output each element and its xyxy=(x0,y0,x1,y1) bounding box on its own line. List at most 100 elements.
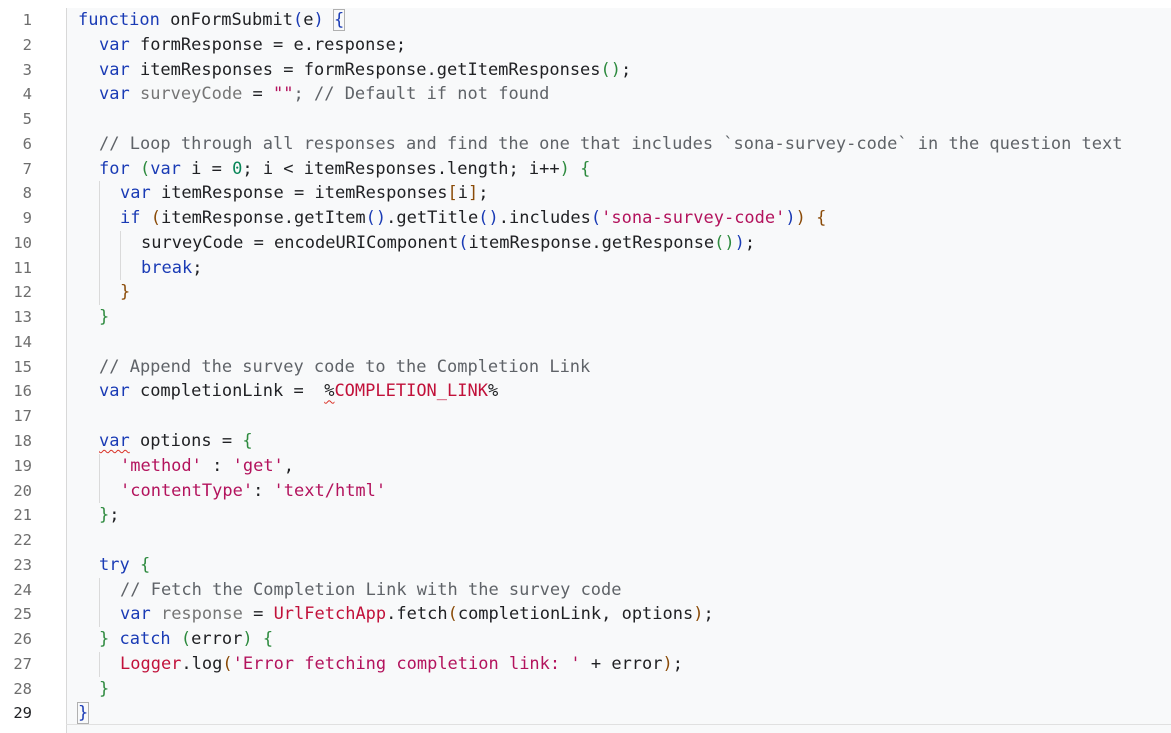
line-number: 23 xyxy=(13,555,32,574)
code-token: } xyxy=(99,678,110,699)
code-line[interactable]: } catch (error) { xyxy=(67,627,1171,652)
code-token: ) xyxy=(693,604,704,625)
code-token: ; xyxy=(672,653,684,674)
code-token: ) xyxy=(313,10,324,30)
code-line[interactable]: var response = UrlFetchApp.fetch(complet… xyxy=(67,602,1171,628)
code-content[interactable]: function onFormSubmit(e) {var formRespon… xyxy=(66,8,1171,733)
code-line[interactable]: function onFormSubmit(e) { xyxy=(67,8,1171,33)
line-number: 14 xyxy=(13,332,32,351)
code-line[interactable]: Logger.log('Error fetching completion li… xyxy=(67,651,1171,677)
code-token: 'contentType' xyxy=(120,480,254,501)
code-token: ) xyxy=(734,232,745,253)
code-line[interactable]: // Fetch the Completion Link with the su… xyxy=(67,577,1171,603)
code-token: e xyxy=(303,10,314,30)
line-number: 28 xyxy=(13,679,32,698)
code-line[interactable]: if (itemResponse.getItem().getTitle().in… xyxy=(67,206,1171,231)
code-token: itemResponse = itemResponses xyxy=(160,183,448,204)
code-token: ) xyxy=(559,158,570,179)
code-token: ( xyxy=(150,208,161,229)
indent-guide xyxy=(120,230,121,256)
code-token: ; xyxy=(192,257,203,278)
code-line[interactable] xyxy=(67,404,1171,429)
code-line[interactable]: var itemResponses = formResponse.getItem… xyxy=(67,58,1171,83)
code-token: ) xyxy=(242,629,253,650)
code-token: ; // Default if not found xyxy=(293,84,550,105)
code-token: ) xyxy=(795,208,806,229)
code-line[interactable]: } xyxy=(67,701,1171,726)
code-token: COMPLETION_LINK xyxy=(334,381,488,402)
code-token: 'Error fetching completion link: ' xyxy=(232,653,581,674)
code-line[interactable]: } xyxy=(67,280,1171,306)
code-token: error xyxy=(191,629,243,650)
code-token: ( xyxy=(180,629,192,650)
indent-guide xyxy=(99,206,100,231)
code-line[interactable]: try { xyxy=(67,553,1171,578)
code-token xyxy=(570,159,580,179)
code-token: itemResponses = formResponse.getItemResp… xyxy=(139,59,601,80)
code-token: } xyxy=(76,702,90,725)
code-token: : xyxy=(201,455,233,476)
code-line[interactable]: 'method' : 'get', xyxy=(67,453,1171,479)
code-token: { xyxy=(816,208,827,229)
code-token: 'text/html' xyxy=(273,480,387,501)
code-token: UrlFetchApp xyxy=(273,604,387,625)
code-line[interactable] xyxy=(67,107,1171,132)
code-line[interactable]: // Loop through all responses and find t… xyxy=(67,132,1171,157)
code-line[interactable]: break; xyxy=(67,255,1171,281)
indent-guide xyxy=(99,181,100,207)
code-token: : xyxy=(253,480,274,501)
code-token: { xyxy=(242,431,253,452)
code-line[interactable] xyxy=(67,330,1171,355)
line-number: 21 xyxy=(13,506,32,525)
code-token: ( xyxy=(447,604,458,625)
line-number: 16 xyxy=(13,382,32,401)
code-token: completionLink = xyxy=(139,381,325,402)
code-token: i xyxy=(457,183,469,204)
line-number: 25 xyxy=(13,605,32,624)
code-line[interactable]: // Append the survey code to the Complet… xyxy=(67,355,1171,380)
line-number: 11 xyxy=(13,258,32,277)
code-token: 'sona-survey-code' xyxy=(601,208,786,229)
code-token: () xyxy=(365,208,387,229)
indent-guide xyxy=(99,651,100,677)
line-number: 22 xyxy=(13,531,32,550)
code-token: response xyxy=(160,604,243,625)
code-token: var xyxy=(99,34,140,55)
code-token: .log xyxy=(181,653,223,674)
indent-guide xyxy=(99,453,100,479)
code-line[interactable]: } xyxy=(67,305,1171,330)
code-line[interactable]: 'contentType': 'text/html' xyxy=(67,478,1171,504)
code-line[interactable]: } xyxy=(67,677,1171,702)
code-token: .includes xyxy=(498,208,591,229)
code-token: var xyxy=(99,59,140,80)
code-token: .getTitle xyxy=(386,208,479,229)
code-token: 0 xyxy=(232,158,243,179)
code-line[interactable]: for (var i = 0; i < itemResponses.length… xyxy=(67,157,1171,182)
code-token: ) xyxy=(662,653,673,674)
line-number: 17 xyxy=(13,407,32,426)
code-token: itemResponse.getItem xyxy=(160,208,366,229)
code-line[interactable]: var surveyCode = ""; // Default if not f… xyxy=(67,82,1171,107)
code-token: try xyxy=(99,554,140,575)
code-line[interactable]: var completionLink = %COMPLETION_LINK% xyxy=(67,379,1171,404)
line-number: 12 xyxy=(13,283,32,302)
code-line[interactable]: }; xyxy=(67,503,1171,528)
code-line[interactable]: var options = { xyxy=(67,429,1171,454)
line-number: 10 xyxy=(13,233,32,252)
code-token: catch xyxy=(109,629,181,650)
code-line[interactable] xyxy=(67,528,1171,553)
code-token xyxy=(324,10,334,30)
line-number: 19 xyxy=(13,456,32,475)
code-token: () xyxy=(714,232,735,253)
code-token: ; xyxy=(703,604,714,625)
code-token: { xyxy=(332,9,346,31)
code-token: + error xyxy=(580,653,663,674)
code-line[interactable]: var formResponse = e.response; xyxy=(67,33,1171,58)
code-line[interactable]: var itemResponse = itemResponses[i]; xyxy=(67,181,1171,207)
code-token: ( xyxy=(292,10,304,30)
code-token: } xyxy=(99,629,110,650)
code-line[interactable]: surveyCode = encodeURIComponent(itemResp… xyxy=(67,230,1171,256)
code-token: // Append the survey code to the Complet… xyxy=(99,356,591,377)
